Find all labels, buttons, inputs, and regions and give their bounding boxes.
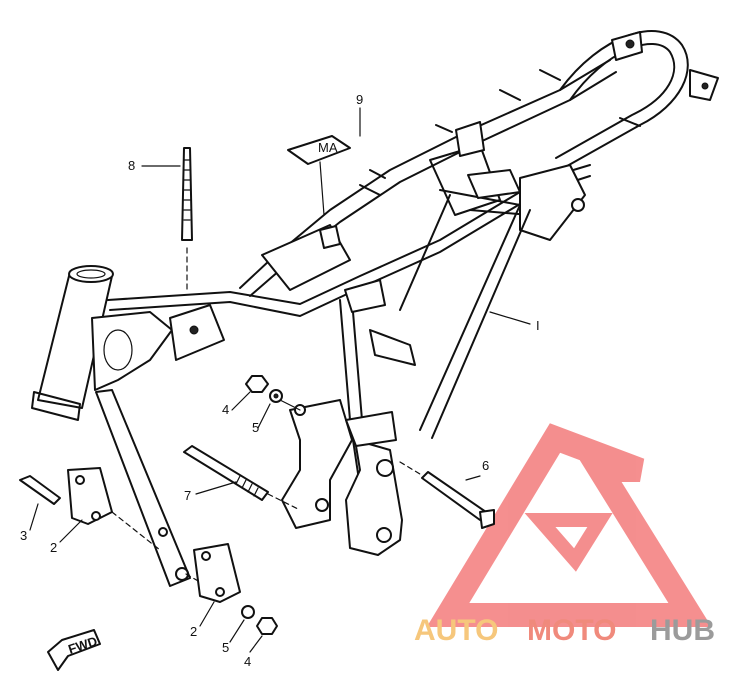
- engine-plate-left: [67, 467, 113, 525]
- rear-shock-mount: [519, 164, 586, 241]
- rear-downtube-a: [419, 204, 521, 431]
- callout-6: 6: [482, 458, 489, 473]
- long-bolt-part-7[interactable]: [183, 445, 301, 511]
- callout-5-lower: 5: [222, 640, 229, 655]
- fwd-arrow-icon: FWD: [47, 629, 101, 671]
- callout-4-upper: 4: [222, 402, 229, 417]
- logo-triangle-shape: [426, 423, 712, 627]
- rear-loop-outer: [559, 30, 689, 171]
- logo-inner-shape: [524, 513, 613, 572]
- callout-8: 8: [128, 158, 135, 173]
- callout-2-left: 2: [50, 540, 57, 555]
- callout-9: 9: [356, 92, 363, 107]
- tie-rod-part-8[interactable]: [181, 147, 193, 291]
- nut-lower: [256, 617, 278, 635]
- automotohub-logo: [426, 423, 712, 627]
- down-tube: [95, 389, 191, 587]
- seat-bracket-a: [455, 121, 485, 157]
- watermark-auto: AUTO: [414, 614, 498, 647]
- watermark-moto: MOTO: [527, 614, 616, 647]
- main-frame: [31, 30, 719, 587]
- lower-left-mount[interactable]: [19, 467, 161, 551]
- callout-7: 7: [184, 488, 191, 503]
- leader-lines: [29, 107, 531, 653]
- callout-3: 3: [20, 528, 27, 543]
- upper-fasteners[interactable]: [245, 375, 301, 411]
- label-plate-text: MA: [318, 140, 338, 155]
- nut-upper: [245, 375, 269, 393]
- lower-right-mount[interactable]: [185, 543, 278, 635]
- callout-2-right: 2: [190, 624, 197, 639]
- engine-mount-plate-right: [345, 439, 403, 556]
- rear-loop-inner: [555, 43, 676, 159]
- watermark-hub: HUB: [650, 614, 715, 647]
- long-bolt-part-6[interactable]: [399, 461, 495, 529]
- washer-lower: [241, 605, 255, 619]
- seat-bracket-b: [467, 169, 521, 199]
- callout-1: I: [536, 318, 540, 333]
- plate-bolt-left: [19, 475, 61, 505]
- callout-5-upper: 5: [252, 420, 259, 435]
- automotohub-wordmark: AUTO MOTO HUB: [414, 614, 715, 647]
- label-plate-part-9[interactable]: MA: [287, 135, 351, 216]
- steering-head-top: [68, 265, 114, 283]
- callout-labels: 8 9 I 4 5 7 6 3 2 2 5 4: [20, 92, 540, 669]
- callout-4-lower: 4: [244, 654, 251, 669]
